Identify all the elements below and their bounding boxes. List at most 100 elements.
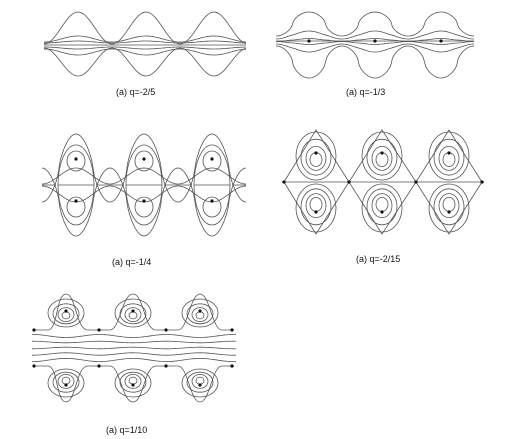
orbit-upper-cell-3-2 xyxy=(433,138,465,176)
orbit-lower-cell-2-4 xyxy=(128,376,138,385)
orbit-lower-cell-2-3 xyxy=(371,193,393,218)
orbit-lower-cell-3-3 xyxy=(191,374,209,389)
orbit-lower-inner xyxy=(43,46,247,50)
orbit-upper-inner xyxy=(275,30,475,40)
orbit-lower-outer xyxy=(43,47,247,77)
orbit-upper-cell-2-3 xyxy=(124,307,142,323)
center-point-lower-2 xyxy=(380,210,384,214)
orbit-cell-lower-3 xyxy=(202,196,222,218)
orbit-band-1 xyxy=(31,334,237,338)
orbit-lower-cell-1-2 xyxy=(300,188,332,226)
saddle-point-lower-4 xyxy=(230,364,234,368)
orbit-upper-cell-1-3 xyxy=(57,307,75,323)
orbit-lower-cell-2-1 xyxy=(361,183,403,233)
orbit-lower-mid xyxy=(43,48,247,56)
orbit-upper-cell-3-3 xyxy=(191,307,209,323)
orbit-lower-cell-2-1 xyxy=(114,368,152,398)
panel-q-minus-2-15 xyxy=(282,124,484,240)
panel-caption-q-1-10: (a) q=1/10 xyxy=(106,425,148,435)
orbit-lower-cell-2-2 xyxy=(366,188,398,226)
panel-q-minus-1-4 xyxy=(41,133,247,237)
separatrix-lower xyxy=(34,365,234,403)
orbit-band-4 xyxy=(31,352,237,356)
center-point-lower-3 xyxy=(198,383,202,387)
orbit-lower-cell-3-3 xyxy=(438,193,460,218)
orbit-band-2 xyxy=(31,340,237,344)
panel-caption-q-minus-2-5: (a) q=-2/5 xyxy=(116,87,156,97)
phase-portrait-q-minus-2-15 xyxy=(282,129,484,235)
orbit-lower-outer xyxy=(41,167,247,237)
orbit-lower-cell-3-4 xyxy=(195,376,205,385)
orbit-upper-cell-1-2 xyxy=(300,138,332,176)
orbit-lower-cell-1-3 xyxy=(57,374,75,389)
orbit-lower-cell-1-4 xyxy=(61,376,71,385)
orbit-lower-cell-2-3 xyxy=(124,374,142,389)
separatrix-upper xyxy=(283,129,483,183)
center-point-upper-3 xyxy=(198,309,202,313)
orbit-lower-cell-1-1 xyxy=(295,183,337,233)
orbit-cell-upper-1 xyxy=(66,150,86,172)
orbit-cell-upper-3 xyxy=(202,150,222,172)
saddle-point-1 xyxy=(282,180,286,184)
center-point-lower-3 xyxy=(210,199,214,203)
phase-portrait-q-1-10 xyxy=(31,293,237,403)
saddle-point-upper-4 xyxy=(230,328,234,332)
orbit-cell-upper-2 xyxy=(134,150,154,172)
orbit-lower-cell-2-4 xyxy=(375,197,389,212)
orbit-lower-cell-1-2 xyxy=(52,371,80,393)
saddle-point-1 xyxy=(307,39,311,43)
panel-q-1-10 xyxy=(31,290,237,403)
orbit-upper-inner xyxy=(41,167,247,185)
orbit-upper-outer xyxy=(41,133,247,203)
separatrix-lower xyxy=(283,181,483,235)
phase-portrait-q-minus-1-3 xyxy=(275,11,475,79)
center-point-upper-2 xyxy=(131,309,135,313)
orbit-upper-cell-3-2 xyxy=(186,303,214,325)
orbit-upper-cell-3-1 xyxy=(428,131,470,181)
center-point-upper-1 xyxy=(74,157,78,161)
center-point-lower-2 xyxy=(142,199,146,203)
orbit-lower-cell-3-2 xyxy=(186,371,214,393)
orbit-upper-core xyxy=(275,38,475,42)
orbit-lower-cell-3-4 xyxy=(442,197,456,212)
orbit-upper-outer xyxy=(43,11,247,45)
orbit-band-3 xyxy=(31,346,237,350)
panel-caption-q-minus-2-15: (a) q=-2/15 xyxy=(356,254,401,264)
center-point-upper-3 xyxy=(210,157,214,161)
saddle-point-lower-1 xyxy=(32,364,36,368)
orbit-upper-cell-3-4 xyxy=(442,152,456,167)
orbit-upper-cell-3-1 xyxy=(181,298,219,328)
orbit-upper-cell-2-2 xyxy=(366,138,398,176)
center-point-lower-1 xyxy=(64,383,68,387)
orbit-upper-cell-2-4 xyxy=(128,311,138,320)
saddle-point-3 xyxy=(439,39,443,43)
orbit-lower-cell-2-2 xyxy=(119,371,147,393)
center-point-lower-1 xyxy=(314,210,318,214)
center-point-upper-2 xyxy=(380,151,384,155)
saddle-point-3 xyxy=(414,180,418,184)
saddle-point-lower-3 xyxy=(164,364,168,368)
orbit-band-5 xyxy=(31,357,237,363)
orbit-upper-cell-1-1 xyxy=(47,298,85,328)
orbit-upper-cell-2-1 xyxy=(114,298,152,328)
orbit-upper-cell-1-4 xyxy=(61,311,71,320)
orbit-upper-cell-1-2 xyxy=(52,303,80,325)
saddle-point-upper-1 xyxy=(32,328,36,332)
panel-caption-q-minus-1-3: (a) q=-1/3 xyxy=(346,87,386,97)
panel-q-minus-2-5 xyxy=(43,6,247,78)
center-point-upper-1 xyxy=(314,151,318,155)
saddle-point-upper-3 xyxy=(164,328,168,332)
orbit-upper-cell-3-4 xyxy=(195,311,205,320)
orbit-lower-cell-1-1 xyxy=(47,368,85,398)
saddle-point-2 xyxy=(373,39,377,43)
orbit-upper-inner xyxy=(43,40,247,44)
orbit-upper-cell-1-3 xyxy=(305,146,327,171)
center-point-lower-3 xyxy=(447,210,451,214)
orbit-lower-cell-1-3 xyxy=(305,193,327,218)
orbit-lower-inner xyxy=(275,43,475,53)
orbit-upper-cell-2-4 xyxy=(375,152,389,167)
orbit-upper-cell-1-4 xyxy=(309,152,323,167)
separatrix-upper xyxy=(34,293,234,331)
saddle-point-4 xyxy=(480,180,484,184)
phase-portrait-q-minus-1-4 xyxy=(41,133,247,237)
